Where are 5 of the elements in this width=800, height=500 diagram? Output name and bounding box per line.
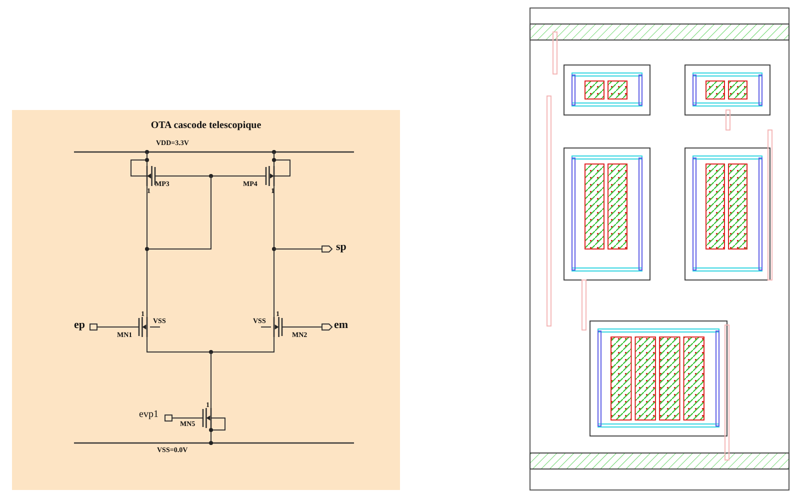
schematic-label: em — [334, 320, 348, 331]
schematic-label: sp — [336, 242, 346, 253]
schematic-title: OTA cascode telescopique — [150, 119, 262, 133]
schematic-label: evp1 — [139, 410, 158, 420]
schematic-label: ep — [74, 320, 85, 331]
